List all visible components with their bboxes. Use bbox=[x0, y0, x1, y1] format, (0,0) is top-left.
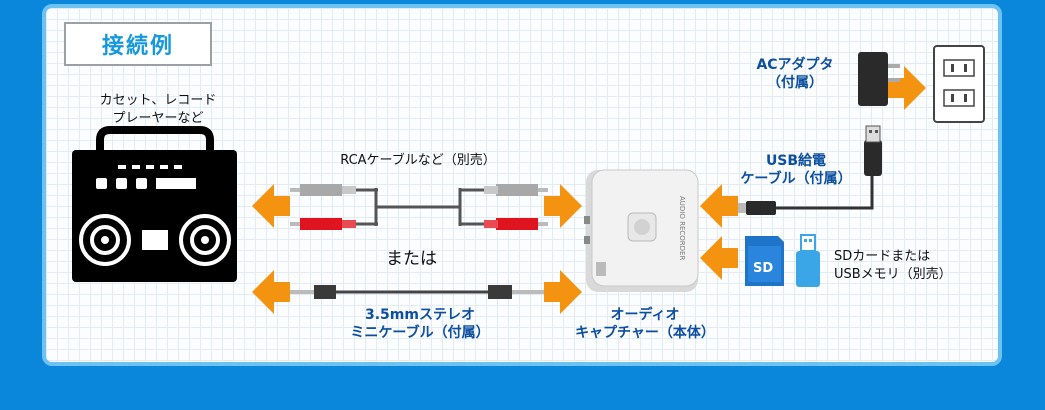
media-label: SDカードまたは USBメモリ（別売） bbox=[834, 248, 952, 284]
arrow-left-rca bbox=[252, 184, 290, 228]
mini-cable-label: 3.5mmステレオ ミニケーブル（付属） bbox=[330, 306, 510, 342]
wall-outlet-icon bbox=[933, 45, 985, 123]
rca-cable bbox=[290, 184, 548, 230]
audio-recorder-icon: AUDIO RECORDER bbox=[584, 169, 699, 292]
mini-cable-label-line1: 3.5mmステレオ bbox=[365, 307, 475, 323]
boombox-icon bbox=[72, 126, 237, 282]
recorder-label: オーディオ キャプチャー（本体） bbox=[560, 306, 730, 342]
ac-adapter-label-line1: ACアダプタ bbox=[756, 57, 834, 73]
recorder-label-line1: オーディオ bbox=[610, 307, 680, 323]
media-label-line2: USBメモリ（別売） bbox=[834, 267, 952, 282]
usb-memory-icon bbox=[796, 234, 820, 287]
usb-cable-label-line2: ケーブル（付属） bbox=[740, 171, 852, 187]
ac-adapter-label: ACアダプタ （付属） bbox=[745, 56, 845, 92]
sd-card-icon: SD bbox=[745, 236, 784, 286]
rca-plug-white-right bbox=[496, 184, 538, 196]
mini-cable-label-line2: ミニケーブル（付属） bbox=[350, 325, 490, 341]
rca-plug-red-left bbox=[300, 218, 342, 230]
ac-adapter-label-line2: （付属） bbox=[767, 75, 823, 91]
rca-plug-white-left bbox=[300, 184, 342, 196]
usb-cable-label: USB給電 ケーブル（付属） bbox=[728, 152, 864, 188]
sd-card-text: SD bbox=[753, 261, 773, 276]
arrow-left-mini bbox=[252, 270, 290, 314]
or-label: または bbox=[386, 249, 437, 269]
rca-plug-red-right bbox=[496, 218, 538, 230]
radio-label: カセット、レコード プレーヤーなど bbox=[88, 92, 228, 128]
arrow-left-media bbox=[700, 236, 738, 280]
recorder-side-text: AUDIO RECORDER bbox=[678, 196, 686, 260]
mini-stereo-cable bbox=[290, 285, 544, 299]
radio-label-line1: カセット、レコード bbox=[99, 93, 217, 108]
rca-cable-label: RCAケーブルなど（別売） bbox=[340, 153, 496, 168]
arrow-right-mini bbox=[544, 270, 582, 314]
radio-label-line2: プレーヤーなど bbox=[112, 111, 204, 126]
usb-power-cable bbox=[738, 125, 882, 215]
media-label-line1: SDカードまたは bbox=[834, 249, 931, 264]
arrow-right-adapter bbox=[888, 66, 926, 110]
arrow-right-rca bbox=[544, 184, 582, 228]
usb-cable-label-line1: USB給電 bbox=[765, 153, 827, 169]
ac-adapter-icon bbox=[858, 52, 900, 106]
panel-title: 接続例 bbox=[64, 22, 212, 66]
recorder-label-line2: キャプチャー（本体） bbox=[575, 325, 715, 341]
arrow-left-usb bbox=[700, 184, 738, 228]
